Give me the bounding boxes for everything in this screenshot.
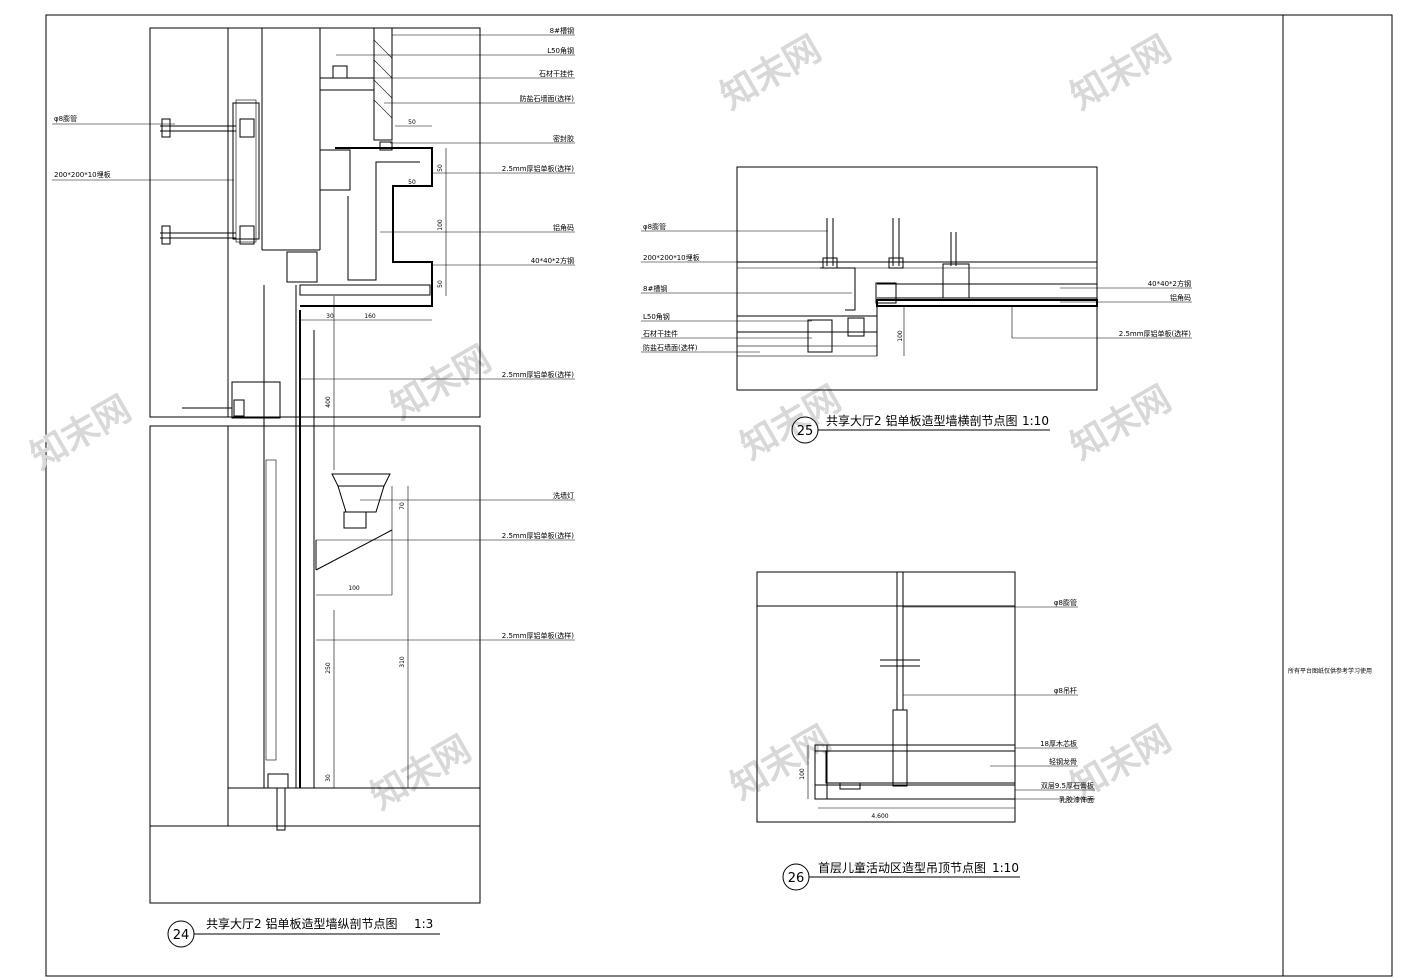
detail-scale: 1:10: [992, 861, 1019, 875]
dimension-value: 310: [399, 656, 406, 668]
detail-24-lower-frame: [149, 425, 481, 904]
callout-label: 洗墙灯: [553, 491, 574, 500]
callout-label: φ8膨管: [54, 114, 77, 123]
dimension-value: 50: [437, 164, 444, 172]
anchor-bolt: [160, 225, 255, 245]
detail-24-upper-frame: [149, 27, 481, 418]
anchor-bolt: [888, 218, 904, 269]
detail-25-drawing: [641, 166, 1192, 391]
detail-24-labels: 8#槽钢 L50角钢 石材干挂件 防盐石墙面(选样) φ8膨管 200*200*…: [54, 26, 574, 782]
watermark: 知末网: [384, 338, 498, 428]
callout-label: 乳胶漆饰面: [1059, 795, 1094, 804]
callout-label: 200*200*10埋板: [54, 170, 111, 179]
callout-label: 石材干挂件: [643, 329, 678, 338]
callout-label: 8#槽钢: [643, 284, 667, 293]
callout-label: 铝角码: [1170, 293, 1191, 302]
dimension-lines: [300, 125, 447, 788]
gypsum-board: [814, 784, 1016, 800]
dimension-value: 100: [437, 219, 444, 231]
detail-26-drawing: [756, 571, 1095, 823]
callout-label: 石材干挂件: [539, 69, 574, 78]
callout-label: φ8膨管: [1054, 598, 1077, 607]
detail-scale: 1:10: [1022, 414, 1049, 428]
detail-title: 共享大厅2 铝单板造型墙横剖节点图: [826, 413, 1017, 428]
stone-panel: [373, 27, 393, 141]
callout-label: 2.5mm厚铝单板(选样): [502, 531, 575, 540]
detail-title: 首层儿童活动区造型吊顶节点图: [818, 860, 986, 875]
detail-25-labels: φ8膨管 200*200*10埋板 8#槽钢 L50角钢 石材干挂件 防盐石墙面…: [643, 222, 1191, 352]
callout-label: 轻钢龙骨: [1049, 757, 1077, 766]
callout-label: 2.5mm厚铝单板(选样): [502, 370, 575, 379]
dimension-value: 400: [325, 396, 332, 408]
callout-label: 40*40*2方钢: [1148, 279, 1191, 288]
callout-label: 8#槽钢: [550, 26, 574, 35]
detail-number: 25: [797, 424, 814, 439]
dimension-value: 50: [408, 119, 416, 126]
aluminium-panel: [876, 299, 1098, 307]
sheet-border: [45, 14, 1393, 977]
dimension-value: 70: [399, 502, 406, 510]
callout-label: 2.5mm厚铝单板(选样): [1119, 329, 1192, 338]
callout-label: φ8吊杆: [1054, 686, 1077, 695]
watermark: 知末网: [724, 718, 838, 808]
callout-label: 2.5mm厚铝单板(选样): [502, 631, 575, 640]
dimension-value: 100: [799, 768, 806, 780]
callout-label: L50角钢: [547, 46, 574, 55]
watermark: 知末网: [714, 28, 828, 118]
detail-26-labels: φ8膨管 φ8吊杆 18厚木芯板 轻钢龙骨 双层9.5厚石膏板 乳胶漆饰面 10…: [799, 598, 1094, 820]
detail-24-title-block: 24 共享大厅2 铝单板造型墙纵剖节点图 1:3: [167, 916, 440, 948]
watermark: 知末网: [1064, 718, 1178, 808]
dimension-value: 4.600: [871, 813, 888, 820]
leader-lines: [903, 606, 1095, 800]
detail-scale: 1:3: [414, 917, 433, 931]
wall-washer-light: [331, 473, 391, 529]
watermark: 知末网: [1064, 28, 1178, 118]
detail-24-drawing: [52, 27, 575, 904]
leader-lines: [52, 34, 575, 641]
anchor-bolt: [950, 232, 957, 266]
callout-label: 防盐石墙面(选样): [643, 343, 698, 352]
aluminium-panel-profile: [300, 147, 433, 307]
detail-title: 共享大厅2 铝单板造型墙纵剖节点图: [206, 916, 397, 931]
detail-25-frame: [736, 166, 1098, 391]
concrete-slab: [756, 571, 1016, 607]
dimension-value: 100: [348, 585, 360, 592]
callout-label: 40*40*2方钢: [531, 256, 574, 265]
detail-number: 24: [173, 928, 190, 943]
dimension-value: 50: [437, 280, 444, 288]
leader-lines: [641, 230, 1192, 353]
watermark: 知末网: [1064, 378, 1178, 468]
dimension-value: 250: [325, 662, 332, 674]
dimension-value: 50: [408, 179, 416, 186]
dimension-value: 100: [897, 330, 904, 342]
dimension-value: 30: [326, 313, 334, 320]
dimension-value: 160: [364, 313, 376, 320]
callout-label: 18厚木芯板: [1040, 739, 1077, 748]
detail-26-title-block: 26 首层儿童活动区造型吊顶节点图 1:10: [782, 860, 1020, 891]
anchor-bolt: [822, 218, 838, 269]
watermark: 知末网: [24, 388, 138, 478]
callout-label: φ8膨管: [643, 222, 666, 231]
side-note: 所有平台图纸仅供参考学习使用: [1288, 667, 1372, 675]
callout-label: 200*200*10埋板: [643, 253, 700, 262]
callout-label: 铝角码: [553, 223, 574, 232]
callout-label: L50角钢: [643, 312, 670, 321]
callout-label: 防盐石墙面(选样): [520, 94, 575, 103]
callout-label: 2.5mm厚铝单板(选样): [502, 164, 575, 173]
callout-label: 双层9.5厚石膏板: [1041, 781, 1094, 790]
plywood-board: [814, 744, 1016, 752]
callout-label: 密封胶: [553, 134, 574, 143]
detail-number: 26: [788, 871, 805, 886]
watermark: 知末网: [364, 728, 478, 818]
anchor-bolt: [160, 118, 255, 138]
detail-25-title-block: 25 共享大厅2 铝单板造型墙横剖节点图 1:10: [791, 413, 1050, 444]
dimension-value: 30: [325, 774, 332, 782]
